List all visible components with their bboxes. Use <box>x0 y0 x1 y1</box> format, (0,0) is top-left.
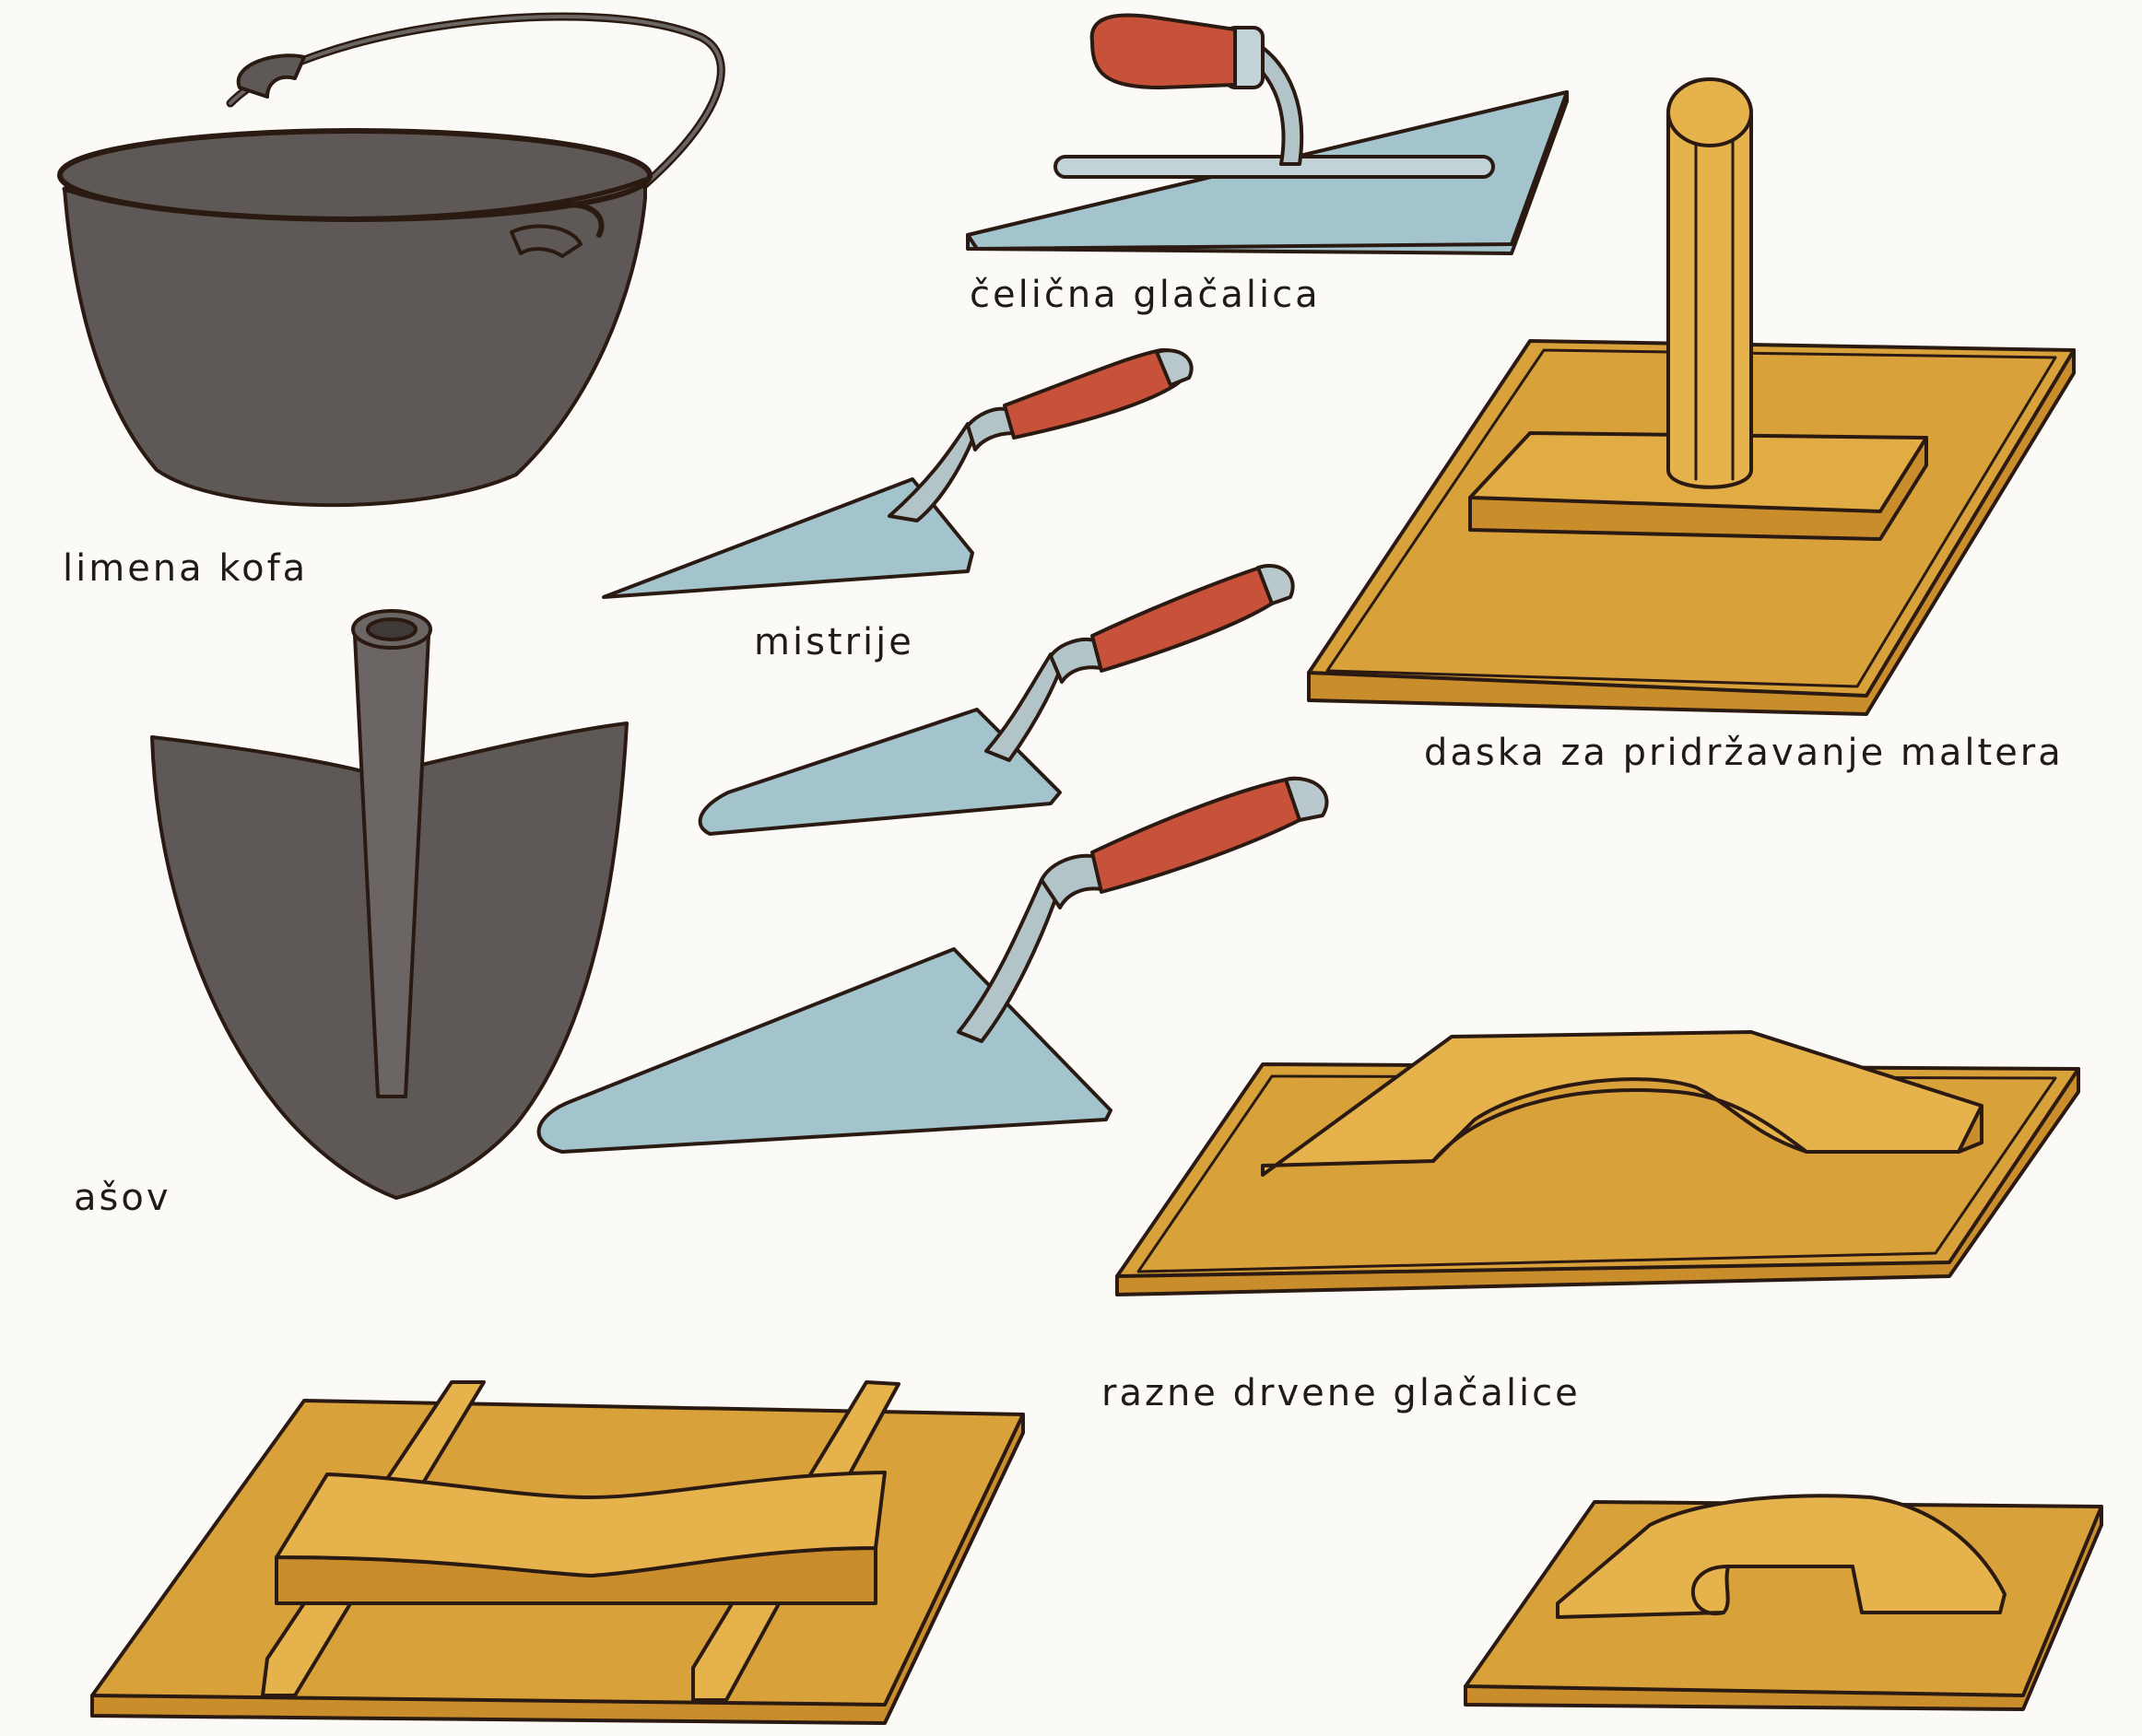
brick-trowel-icon <box>602 347 1194 599</box>
steel-float-icon <box>966 13 1569 255</box>
label-spade: ašov <box>74 1177 171 1219</box>
mortar-hawk-icon <box>1307 77 2076 716</box>
label-tin-bucket: limena kofa <box>63 547 309 590</box>
label-wooden-floats: razne drvene glačalice <box>1101 1372 1581 1414</box>
label-steel-float: čelična glačalica <box>970 274 1321 316</box>
label-trowels: mistrije <box>754 621 914 663</box>
spade-icon <box>150 609 629 1200</box>
label-mortar-hawk: daska za pridržavanje maltera <box>1424 732 2064 774</box>
tin-bucket-icon <box>57 12 725 508</box>
wooden-float-icon <box>1115 1030 2080 1296</box>
wooden-float-icon <box>1464 1494 2103 1711</box>
brick-trowel-icon <box>536 776 1329 1154</box>
wooden-float-icon <box>90 1380 1025 1725</box>
brick-trowel-icon <box>698 564 1295 836</box>
